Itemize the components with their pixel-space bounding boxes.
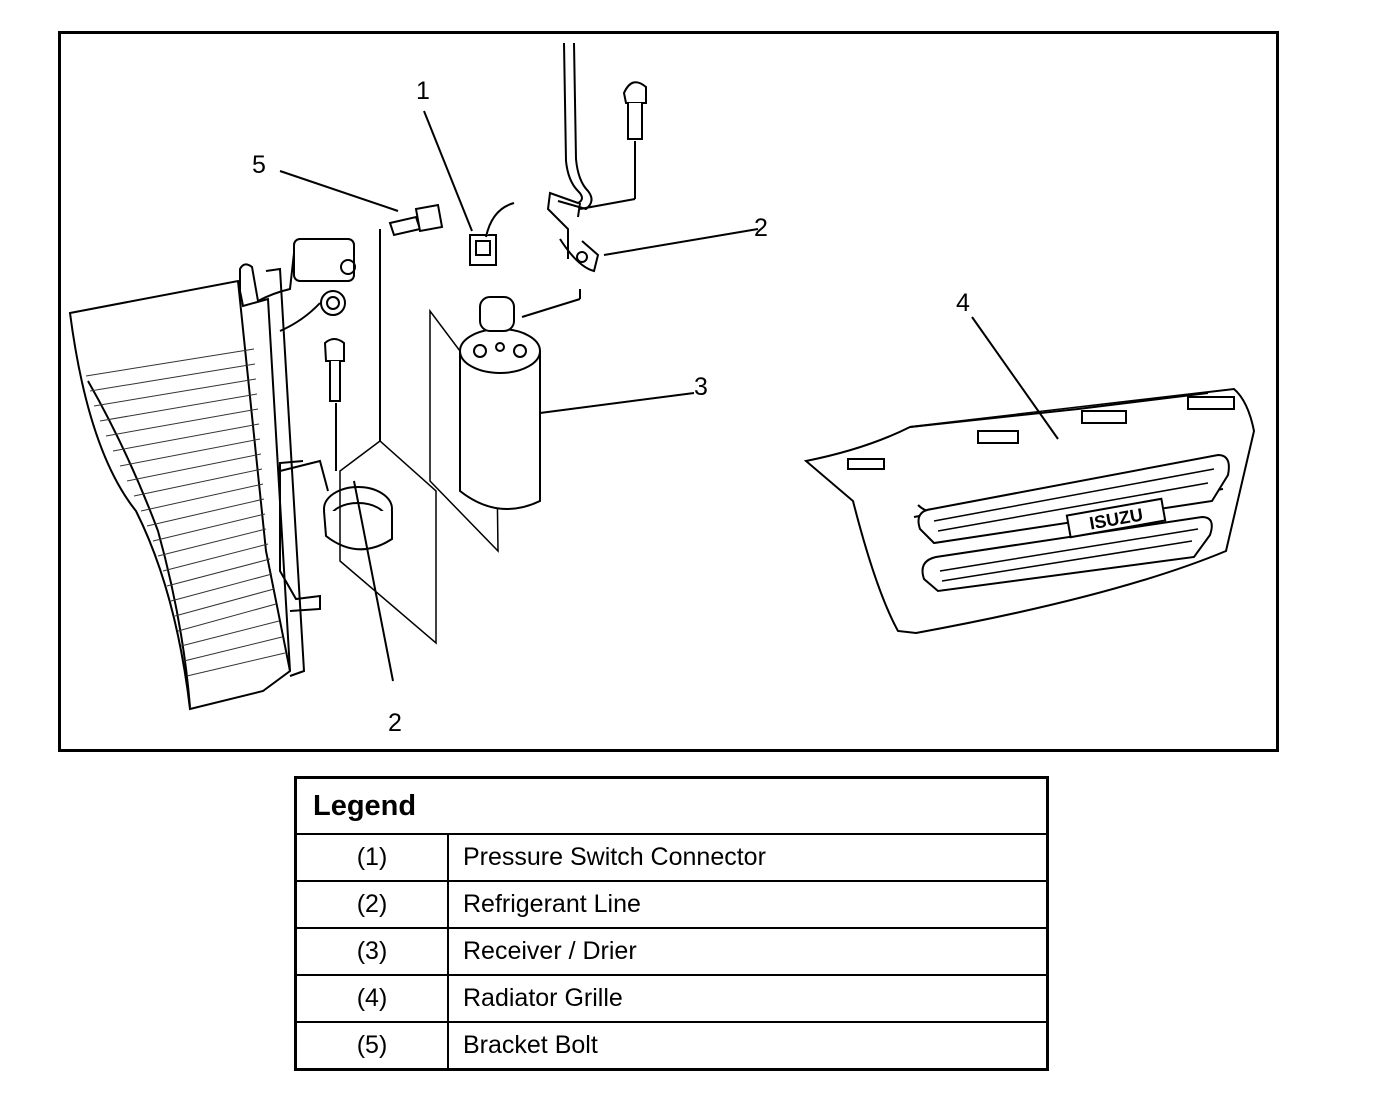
refrigerant-line-upper	[546, 42, 647, 273]
callout-2-upper: 2	[754, 214, 768, 242]
legend-description: Bracket Bolt	[447, 1021, 1049, 1071]
legend-number: (5)	[294, 1021, 449, 1071]
figure-frame	[58, 31, 1279, 752]
legend-row: (5) Bracket Bolt	[294, 1021, 1049, 1071]
legend-description: Receiver / Drier	[447, 927, 1049, 976]
radiator-grille: ISUZU	[803, 387, 1256, 635]
legend-row: (4) Radiator Grille	[294, 974, 1049, 1023]
legend-row: (3) Receiver / Drier	[294, 927, 1049, 976]
legend-row: (2) Refrigerant Line	[294, 880, 1049, 929]
leader-lines	[279, 110, 1059, 682]
legend-number: (3)	[294, 927, 449, 976]
receiver-drier	[429, 289, 581, 553]
bracket-bolt-lower	[323, 338, 345, 471]
legend-table: Legend (1) Pressure Switch Connector (2)…	[294, 776, 1049, 1071]
bracket-bolt-upper	[388, 203, 444, 237]
callout-5: 5	[252, 151, 266, 179]
legend-header-row: Legend	[294, 776, 1049, 835]
bracket-clamp	[323, 229, 437, 645]
condenser-illustration	[68, 238, 356, 711]
legend-description: Refrigerant Line	[447, 880, 1049, 929]
legend-number: (1)	[294, 833, 449, 882]
legend-number: (2)	[294, 880, 449, 929]
callout-1: 1	[416, 77, 430, 105]
legend-description: Pressure Switch Connector	[447, 833, 1049, 882]
exploded-view-drawing: ISUZU 1 2 2 3 4 5	[58, 31, 1279, 752]
pressure-switch-connector	[469, 202, 515, 266]
legend-description: Radiator Grille	[447, 974, 1049, 1023]
legend-number: (4)	[294, 974, 449, 1023]
callout-3: 3	[694, 373, 708, 401]
callout-4: 4	[956, 289, 970, 317]
callout-2-lower: 2	[388, 709, 402, 737]
legend-title: Legend	[294, 776, 1049, 835]
legend-row: (1) Pressure Switch Connector	[294, 833, 1049, 882]
exploded-view-figure: ISUZU 1 2 2 3 4 5	[58, 31, 1279, 752]
